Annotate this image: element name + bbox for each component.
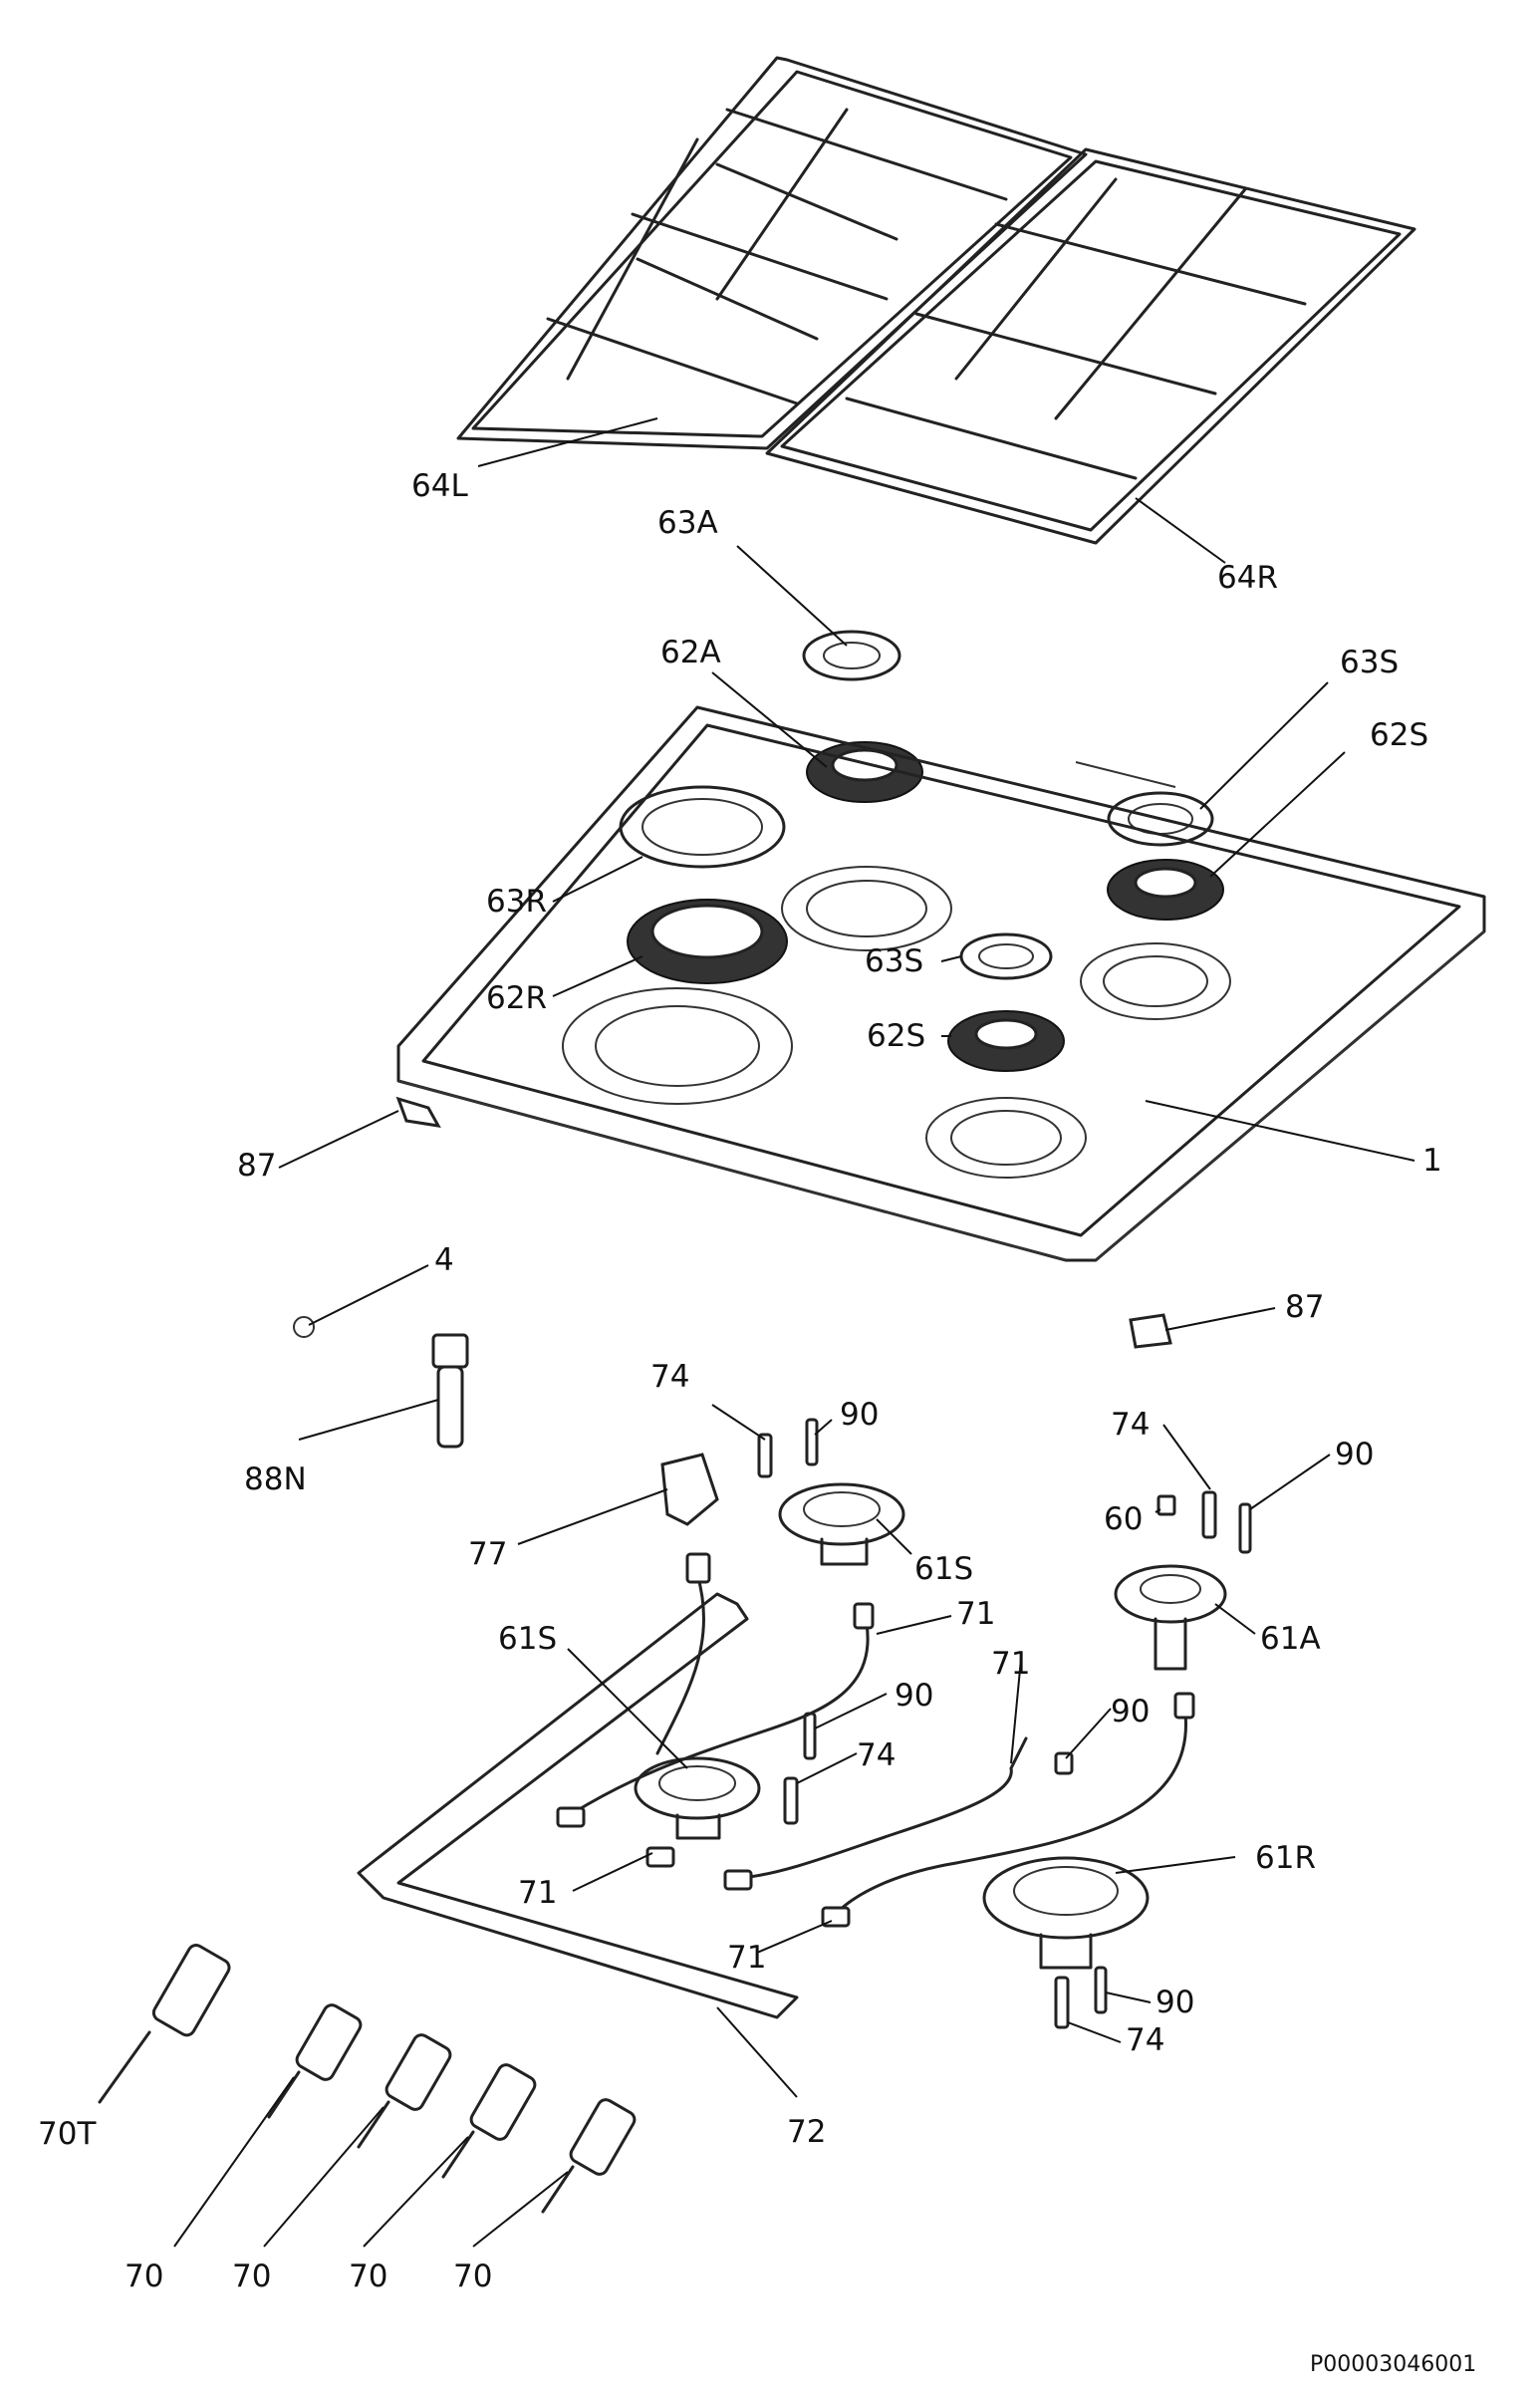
screw-4 — [293, 1316, 315, 1338]
label-61S-right: 61S — [914, 1551, 973, 1587]
pan-support-right-64R — [765, 147, 1416, 545]
label-71-c: 71 — [518, 1875, 557, 1911]
gas-tap-70T — [98, 1944, 231, 2104]
label-70-c: 70 — [349, 2258, 387, 2294]
gas-tap-70-d — [541, 2098, 637, 2214]
ignition-electrode-90-d — [1054, 1751, 1074, 1775]
label-88N: 88N — [244, 1461, 307, 1497]
label-70-a: 70 — [125, 2258, 163, 2294]
clip-87-right — [1129, 1313, 1172, 1349]
label-87-left: 87 — [237, 1148, 276, 1184]
thermocouple-74-c — [783, 1776, 799, 1825]
label-63S-top: 63S — [1340, 645, 1399, 680]
label-71-b: 71 — [991, 1646, 1030, 1682]
label-70T: 70T — [38, 2116, 97, 2152]
hob-top-1 — [396, 705, 1486, 1262]
ignition-electrode-90-b — [1238, 1502, 1252, 1554]
label-74-d: 74 — [1126, 2022, 1164, 2058]
clip-87-left — [395, 1096, 441, 1128]
label-90-d: 90 — [1111, 1694, 1150, 1729]
label-60: 60 — [1104, 1501, 1143, 1537]
part-labels: 64L 64R 63A 62A 63S 62S 63R 62R 63S 62S … — [38, 468, 1442, 2294]
burner-body-61S-right — [778, 1482, 905, 1566]
ignition-electrode-90-c — [803, 1712, 817, 1760]
burner-head-62S-top — [1107, 859, 1224, 921]
bracket-60 — [1156, 1494, 1176, 1516]
label-64R: 64R — [1217, 560, 1278, 596]
nozzle-holder-88N — [431, 1333, 469, 1449]
label-90-c: 90 — [895, 1678, 933, 1714]
label-61R: 61R — [1255, 1840, 1316, 1876]
ignition-electrode-90-e — [1094, 1966, 1108, 2014]
thermocouple-74-b — [1201, 1490, 1217, 1539]
gas-pipe-71-a — [556, 1602, 875, 1828]
burner-body-61A — [1114, 1564, 1227, 1671]
gas-manifold-72 — [357, 1592, 799, 2019]
label-61A: 61A — [1260, 1621, 1321, 1657]
gas-pipe-71-b — [723, 1736, 1028, 1891]
burner-head-62R — [627, 899, 788, 984]
gas-tap-70-b — [357, 2033, 452, 2149]
label-63R: 63R — [486, 884, 547, 920]
gas-tap-70-a — [267, 2003, 363, 2119]
burner-head-62S-mid — [947, 1010, 1065, 1072]
burner-body-61S-left — [634, 1756, 761, 1840]
label-90-e: 90 — [1155, 1985, 1194, 2020]
gas-pipe-71-d — [645, 1552, 711, 1868]
label-74-c: 74 — [857, 1737, 896, 1773]
pan-support-left-64L — [456, 56, 1088, 450]
label-74-b: 74 — [1111, 1407, 1150, 1443]
label-62R: 62R — [486, 980, 547, 1016]
label-62S-mid: 62S — [867, 1018, 925, 1054]
burner-cap-63A — [802, 630, 901, 681]
label-64L: 64L — [411, 468, 468, 504]
label-71-d: 71 — [727, 1940, 766, 1976]
label-70-d: 70 — [453, 2258, 492, 2294]
burner-cap-63S-mid — [959, 932, 1053, 980]
label-4: 4 — [434, 1242, 454, 1278]
label-90-a: 90 — [840, 1397, 879, 1433]
label-63A: 63A — [657, 505, 718, 541]
label-72: 72 — [787, 2114, 826, 2150]
document-id: P00003046001 — [1310, 2352, 1476, 2377]
label-77: 77 — [468, 1536, 507, 1572]
ignition-electrode-90-a — [805, 1418, 819, 1466]
label-71-a: 71 — [956, 1596, 995, 1632]
label-87-right: 87 — [1285, 1289, 1324, 1325]
thermocouple-74-a — [757, 1433, 773, 1478]
label-62S-top: 62S — [1370, 717, 1428, 753]
label-1: 1 — [1422, 1143, 1442, 1179]
label-70-b: 70 — [232, 2258, 271, 2294]
burner-cup-77 — [660, 1453, 719, 1526]
leader-lines — [173, 417, 1415, 2248]
burner-body-61R — [982, 1856, 1150, 1970]
label-90-b: 90 — [1335, 1437, 1374, 1472]
label-61S-left: 61S — [498, 1621, 557, 1657]
label-63S-mid: 63S — [865, 943, 923, 979]
thermocouple-74-d — [1054, 1976, 1070, 2029]
label-62A: 62A — [660, 635, 721, 670]
gas-tap-70-c — [441, 2063, 537, 2179]
label-74-a: 74 — [650, 1359, 689, 1395]
